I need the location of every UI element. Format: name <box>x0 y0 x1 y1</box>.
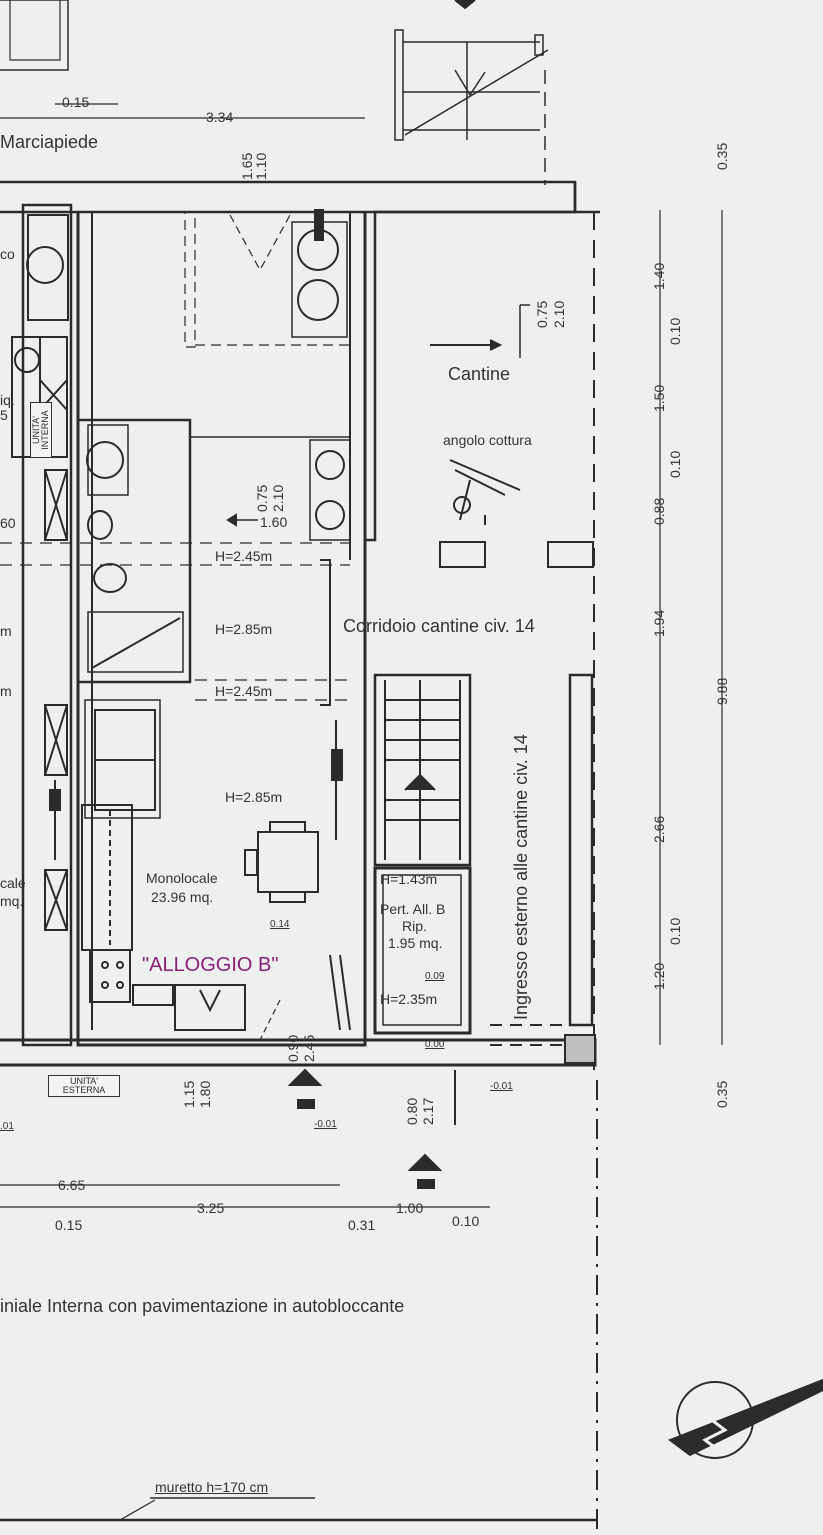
dim-win-075: 0.75 <box>254 484 270 512</box>
height-143: H=1.43m <box>380 871 438 887</box>
dim-b-180: 1.80 <box>197 1080 213 1108</box>
dim-bot-031: 0.31 <box>348 1217 376 1233</box>
dim-b-080: 0.80 <box>404 1097 420 1125</box>
pert-title: Pert. All. B <box>380 901 446 917</box>
dim-r-010-c: 0.10 <box>667 917 683 945</box>
dim-b-115: 1.15 <box>181 1080 197 1108</box>
dim-r-035-a: 0.35 <box>714 142 730 170</box>
dim-top-165: 1.65 <box>239 152 255 180</box>
dim-bot-325: 3.25 <box>197 1200 225 1216</box>
left-mq: mq. <box>0 893 24 909</box>
unita-interna-label: UNITA' INTERNA <box>30 402 52 458</box>
dim-r-010-b: 0.10 <box>667 450 683 478</box>
height-235: H=2.35m <box>380 991 438 1007</box>
height-285-b: H=2.85m <box>225 789 283 805</box>
dim-door-075: 0.75 <box>534 300 550 328</box>
dim-win-210: 2.10 <box>270 484 286 512</box>
left-co: co <box>0 246 15 262</box>
dim-door-210: 2.10 <box>551 300 567 328</box>
left-m1: m <box>0 623 12 639</box>
pert-area: 1.95 mq. <box>388 935 443 951</box>
height-285-a: H=2.85m <box>215 621 273 637</box>
dim-bot-665: 6.65 <box>58 1177 86 1193</box>
dim-b-245: 2.45 <box>301 1034 317 1062</box>
dim-r-194: 1.94 <box>651 609 667 637</box>
left-cale: cale <box>0 875 26 891</box>
marciapiede-label: Marciapiede <box>0 132 99 152</box>
level-m001-a: -0.01 <box>314 1119 337 1130</box>
dim-r-266: 2.66 <box>651 815 667 843</box>
left-60: 60 <box>0 515 16 531</box>
dim-bot-010: 0.10 <box>452 1213 480 1229</box>
dim-r-035-b: 0.35 <box>714 1080 730 1108</box>
dim-top-110: 1.10 <box>253 152 269 180</box>
level-m001-c: .01 <box>0 1121 14 1132</box>
level-m001-b: -0.01 <box>490 1081 513 1092</box>
dim-bot-100: 1.00 <box>396 1200 424 1216</box>
dim-b-090: 0.90 <box>285 1034 301 1062</box>
cantine-label: Cantine <box>448 364 511 384</box>
pert-rip: Rip. <box>402 918 427 934</box>
corridoio-label: Corridoio cantine civ. 14 <box>343 616 535 636</box>
dim-win-160: 1.60 <box>260 514 288 530</box>
angolo-cottura-label: angolo cottura <box>443 432 532 448</box>
muretto-label: muretto h=170 cm <box>155 1479 269 1495</box>
dim-r-988: 9.88 <box>714 677 730 705</box>
unita-esterna-label: UNITA' ESTERNA <box>48 1075 120 1097</box>
left-m2: m <box>0 683 12 699</box>
dim-top-334: 3.34 <box>206 109 234 125</box>
left-5: 5 <box>0 407 8 423</box>
level-009: 0.09 <box>425 971 445 982</box>
dim-r-150: 1.50 <box>651 384 667 412</box>
dim-r-088: 0.88 <box>651 497 667 525</box>
left-iq: iq. <box>0 392 15 408</box>
dim-r-120: 1.20 <box>651 962 667 990</box>
dim-top-015: 0.15 <box>62 94 90 110</box>
monolocale-label: Monolocale <box>146 870 218 886</box>
monolocale-area: 23.96 mq. <box>151 889 214 905</box>
dim-r-010-a: 0.10 <box>667 317 683 345</box>
alloggio-label: "ALLOGGIO B" <box>142 954 279 976</box>
level-000: 0.00 <box>425 1039 445 1050</box>
dim-b-217: 2.17 <box>420 1097 436 1125</box>
height-245-a: H=2.45m <box>215 548 273 564</box>
dim-r-140: 1.40 <box>651 262 667 290</box>
dim-bot-015: 0.15 <box>55 1217 83 1233</box>
height-245-b: H=2.45m <box>215 683 273 699</box>
compass-north-icon <box>667 1378 823 1459</box>
bottom-text: iniale Interna con pavimentazione in aut… <box>0 1296 405 1316</box>
level-014: 0.14 <box>270 919 290 930</box>
ingresso-label: Ingresso esterno alle cantine civ. 14 <box>511 734 531 1020</box>
